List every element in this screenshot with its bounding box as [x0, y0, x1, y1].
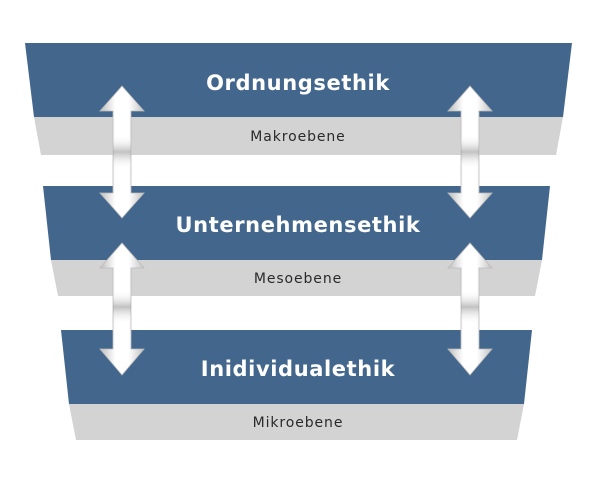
double-headed-arrow-icon [447, 85, 493, 219]
level-micro-title-band [61, 330, 532, 404]
level-macro-subtitle-band [34, 117, 563, 155]
level-meso: Unternehmensethik Mesoebene [43, 186, 550, 296]
double-headed-arrow-icon [99, 85, 145, 219]
level-micro: Inidividualethik Mikroebene [61, 330, 532, 440]
level-macro-subtitle: Makroebene [250, 129, 345, 145]
level-meso-subtitle-band [51, 260, 542, 296]
level-meso-title: Unternehmensethik [176, 213, 421, 237]
level-micro-subtitle-band [69, 404, 524, 440]
level-micro-subtitle: Mikroebene [253, 415, 344, 431]
level-macro-title: Ordnungsethik [206, 71, 390, 95]
level-macro: Ordnungsethik Makroebene [25, 43, 572, 155]
level-micro-title: Inidividualethik [201, 357, 396, 381]
level-meso-subtitle: Mesoebene [254, 271, 342, 287]
level-macro-title-band [25, 43, 572, 117]
level-meso-title-band [43, 186, 550, 260]
double-headed-arrow-icon [99, 242, 145, 376]
double-headed-arrow-icon [447, 242, 493, 376]
